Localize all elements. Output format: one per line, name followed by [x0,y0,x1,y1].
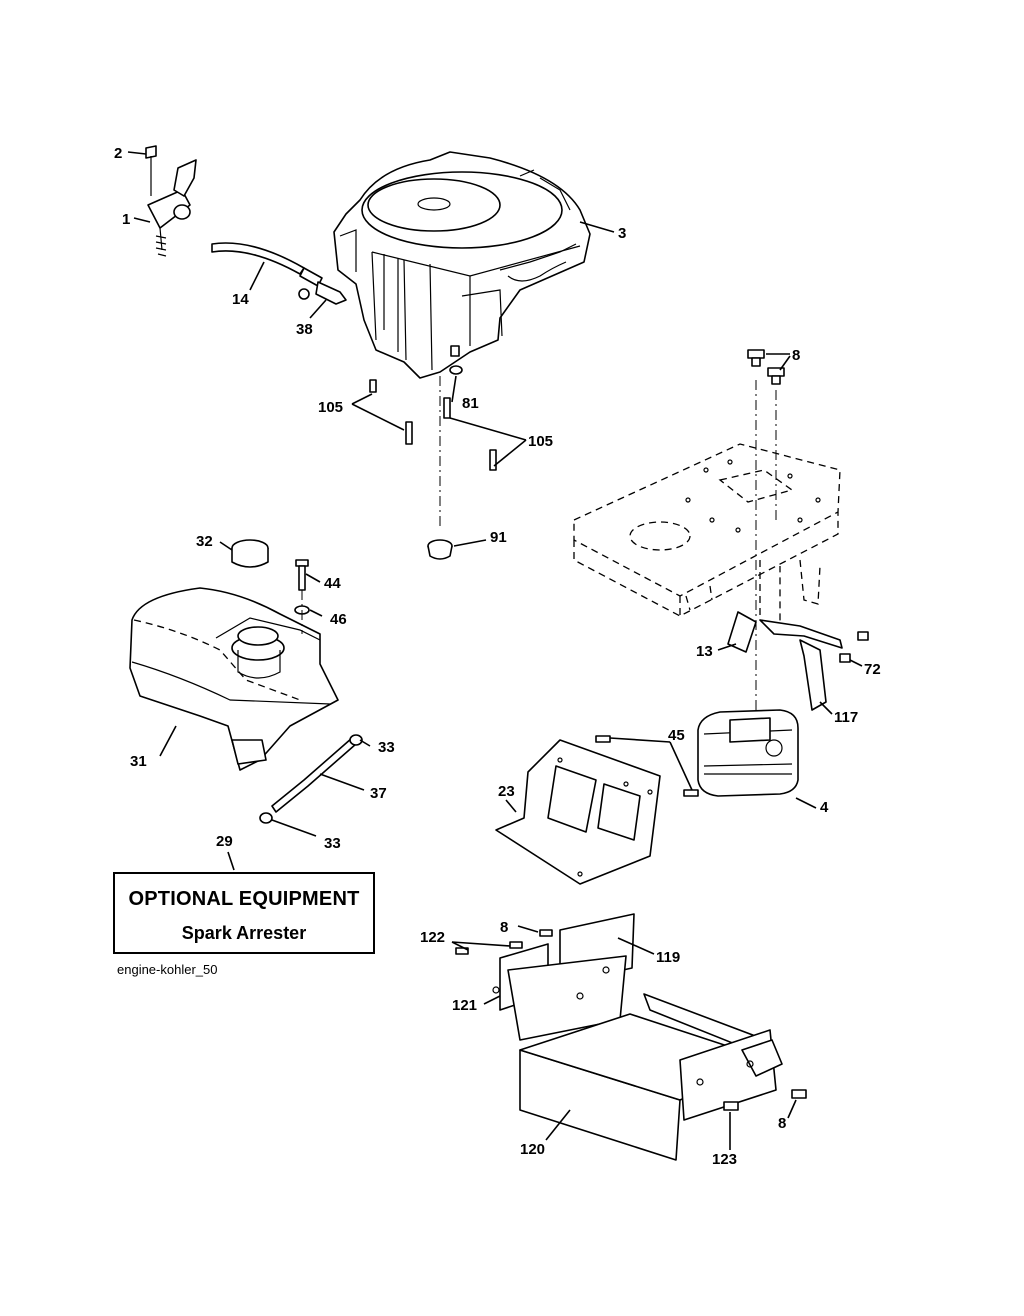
callout-31: 31 [130,753,147,770]
frame [573,380,841,740]
optional-equipment-subtitle: Spark Arrester [181,923,307,943]
callout-105a: 105 [318,399,343,416]
callout-37: 37 [370,785,387,802]
callout-8b: 8 [500,919,508,936]
callout-44: 44 [324,575,341,592]
optional-equipment-title: OPTIONAL EQUIPMENT [128,888,360,910]
callout-119: 119 [656,949,680,966]
callout-32: 32 [196,533,213,550]
callouts: 2 1 3 14 38 105 81 105 8 91 32 44 46 13 … [114,145,881,1168]
callout-121: 121 [452,997,477,1014]
fuel-cap [231,539,269,568]
tank-screw [294,559,310,634]
callout-117: 117 [834,709,858,726]
callout-123: 123 [712,1151,737,1168]
callout-105b: 105 [528,433,553,450]
bracket-assembly [455,913,807,1161]
callout-81: 81 [462,395,479,412]
callout-72: 72 [864,661,881,678]
callout-45: 45 [668,727,685,744]
callout-122: 122 [420,929,445,946]
callout-3: 3 [618,225,626,242]
callout-14: 14 [232,291,249,308]
engine-bolts [369,345,497,530]
callout-120: 120 [520,1141,545,1158]
callout-8a: 8 [792,347,800,364]
callout-46: 46 [330,611,347,628]
callout-13: 13 [696,643,713,660]
callout-29: 29 [216,833,233,850]
callout-2: 2 [114,145,122,162]
heat-shield [495,735,699,885]
bumper [427,539,453,560]
optional-equipment-box: OPTIONAL EQUIPMENT Spark Arrester [113,872,375,954]
callout-33a: 33 [378,739,395,756]
callout-8c: 8 [778,1115,786,1132]
callout-91: 91 [490,529,507,546]
diagram-reference: engine-kohler_50 [117,962,218,977]
leader-lines [127,151,863,1150]
callout-38: 38 [296,321,313,338]
engine [333,151,591,379]
fuel-tank [129,587,339,771]
exhaust-assembly [697,611,869,797]
callout-33b: 33 [324,835,341,852]
callout-1: 1 [122,211,130,228]
throttle-control [145,145,197,257]
callout-4: 4 [820,799,829,816]
fuel-hose [259,734,363,824]
callout-23: 23 [498,783,515,800]
fuel-line [211,242,347,305]
frame-bolts [747,349,785,385]
